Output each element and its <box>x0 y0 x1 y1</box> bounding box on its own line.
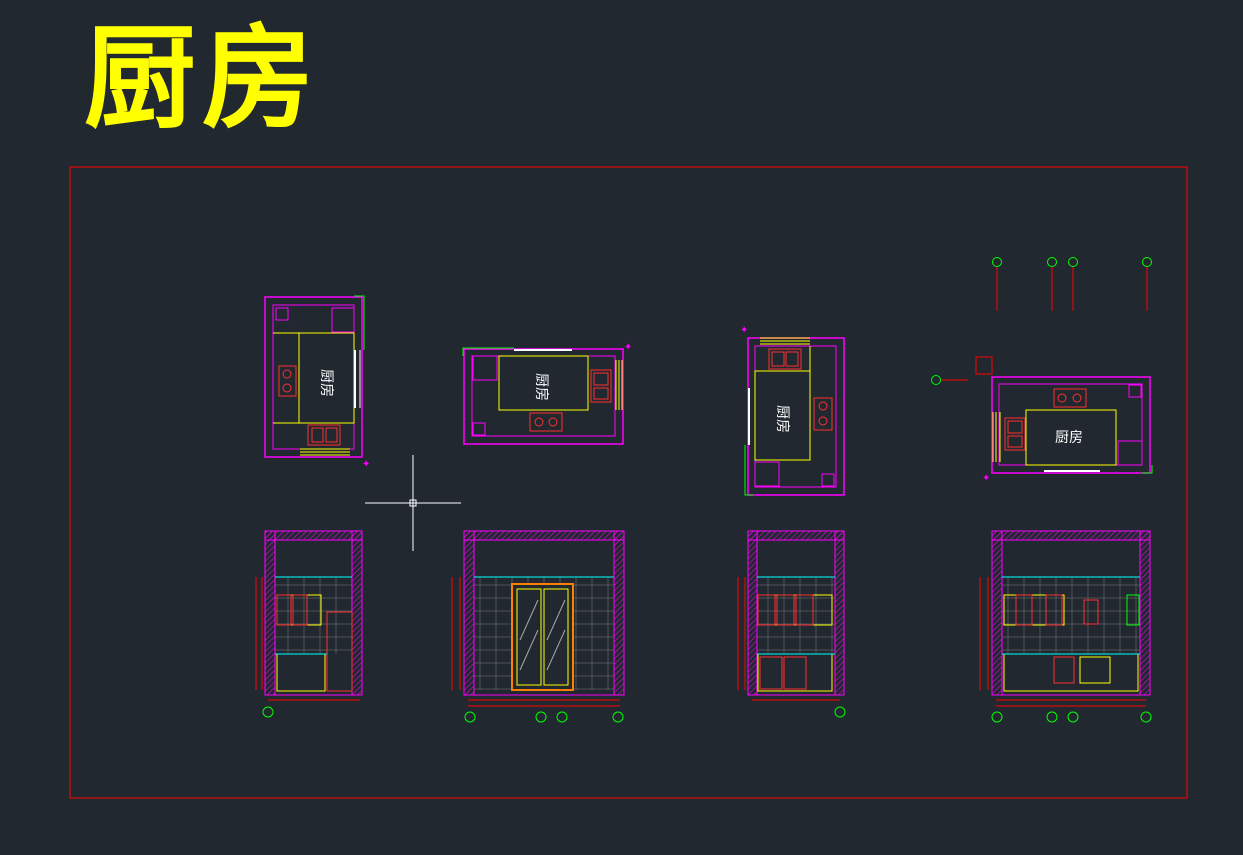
room-label: 厨房 <box>318 369 334 397</box>
column-box <box>975 356 993 375</box>
axis-marker-icon <box>556 711 568 723</box>
stove-icon <box>813 397 833 431</box>
sink-icon <box>307 424 341 446</box>
wall-hatch <box>991 530 1003 696</box>
range-hood <box>1083 599 1099 625</box>
base-cabinet <box>1003 653 1139 692</box>
wall-hatch <box>613 530 625 696</box>
wall-hatch <box>991 530 1151 541</box>
base-cabinet-door <box>783 656 807 690</box>
stair-lines <box>992 412 1001 462</box>
plan-wall <box>991 376 1151 474</box>
counter <box>754 370 811 461</box>
floor-plan-4[interactable]: 厨房 ✦ <box>931 257 1153 485</box>
plan-wall-inner <box>754 345 837 488</box>
floor-plan-2[interactable]: 厨房 ✦ <box>462 342 632 445</box>
glass-door-elevation <box>511 583 574 691</box>
axis-marker-icon <box>991 711 1003 723</box>
wall-hatch <box>463 530 625 541</box>
floor-plan-3[interactable]: 厨房 ✦ <box>740 325 845 496</box>
wall-hatch <box>463 530 475 696</box>
room-label: 厨房 <box>774 405 790 433</box>
elevation-3[interactable] <box>737 530 846 718</box>
drawing-frame <box>69 166 1188 799</box>
cabinet <box>331 307 355 333</box>
axis-marker-icon <box>1046 711 1058 723</box>
axis-marker-icon <box>931 375 941 385</box>
cabinet <box>275 307 289 321</box>
room-label: 厨房 <box>1055 430 1083 446</box>
axis-marker-icon <box>1067 711 1079 723</box>
wall-cabinet-door <box>276 594 292 626</box>
glass-door <box>1142 465 1153 474</box>
wall-hatch <box>264 530 276 696</box>
cabinet <box>754 461 780 487</box>
base-cabinet <box>276 653 326 692</box>
elevation-1[interactable] <box>255 530 363 718</box>
counter-l <box>273 332 300 424</box>
axis-marker-icon <box>612 711 624 723</box>
sink-icon <box>768 348 802 370</box>
sink-icon <box>1004 417 1026 451</box>
axis-marker-icon <box>1140 711 1152 723</box>
stair-lines <box>760 337 810 345</box>
wall-cabinet-door <box>757 594 776 626</box>
glass-door <box>462 347 514 356</box>
cabinet <box>472 355 498 381</box>
wall-hatch <box>351 530 363 696</box>
oven <box>1053 656 1075 684</box>
sheet-title: 厨房 <box>84 14 320 144</box>
plan-wall-inner <box>998 383 1143 466</box>
axis-marker-icon: ✦ <box>740 325 748 336</box>
axis-marker-icon <box>535 711 547 723</box>
axis-marker-icon: ✦ <box>362 459 370 470</box>
plan-wall <box>264 296 363 458</box>
cabinet <box>1128 384 1142 398</box>
stove-icon <box>278 365 297 397</box>
stair-lines <box>615 360 623 410</box>
floor-plan-1[interactable]: 厨房 ✦ <box>264 295 370 470</box>
axis-grid-top <box>992 257 1152 311</box>
elevation-4[interactable] <box>979 530 1152 723</box>
wall-cabinet <box>1003 594 1065 626</box>
wall-hatch <box>1139 530 1151 696</box>
axis-marker-icon: ✦ <box>624 342 632 353</box>
fridge <box>326 611 353 692</box>
glass-door <box>744 445 753 496</box>
wall-cabinet-door <box>1015 594 1033 626</box>
wall-hatch <box>264 530 363 541</box>
wall-hatch <box>747 530 845 541</box>
wall-cabinet-door <box>776 594 795 626</box>
wall-cabinet-door <box>292 594 308 626</box>
wall-hatch <box>834 530 845 696</box>
cabinet <box>821 473 835 487</box>
tile-field <box>275 577 352 654</box>
glass-door <box>354 295 365 350</box>
cabinet <box>472 422 486 436</box>
wall-cabinet <box>1126 594 1140 626</box>
elevation-2[interactable] <box>451 530 625 723</box>
base-cabinet-door <box>759 656 783 690</box>
wall-cabinet-door <box>1045 594 1063 626</box>
counter <box>498 355 589 411</box>
sink-icon <box>590 369 612 403</box>
wall-cabinet-door <box>795 594 814 626</box>
stove-icon <box>529 412 563 432</box>
wall-hatch <box>747 530 758 696</box>
axis-marker-icon <box>834 706 846 718</box>
axis-marker-icon <box>464 711 476 723</box>
room-label: 厨房 <box>533 373 549 401</box>
counter <box>1025 409 1117 466</box>
stair-lines <box>300 448 350 456</box>
stove-icon <box>1053 388 1087 408</box>
tile-field <box>1002 577 1140 654</box>
cabinet <box>1117 440 1143 466</box>
axis-marker-icon <box>262 706 274 718</box>
plan-wall <box>747 337 845 496</box>
crosshair-cursor-icon <box>365 455 461 551</box>
base-cabinet <box>757 653 833 692</box>
dishwasher <box>1079 656 1111 684</box>
axis-marker-icon: ✦ <box>982 473 990 484</box>
